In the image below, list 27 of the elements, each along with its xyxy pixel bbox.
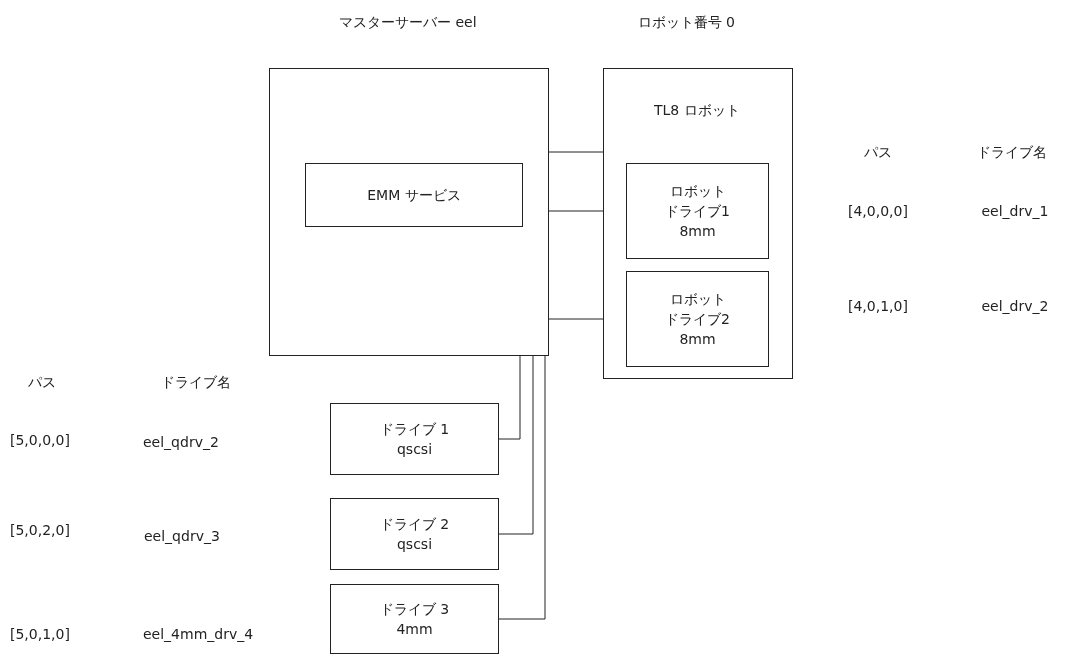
table-cell-text: eel_qdrv_3 bbox=[144, 527, 220, 546]
table-cell-text: eel_drv_2 bbox=[981, 297, 1049, 316]
box-heading: ロボット番号 0 bbox=[637, 13, 735, 32]
table-cell-text: [5,0,2,0] bbox=[10, 521, 70, 540]
table-cell-text: eel_drv_1 bbox=[981, 202, 1049, 221]
drive-box: ドライブ 1 qscsi bbox=[330, 403, 499, 475]
table-cell-text: [4,0,1,0] bbox=[848, 297, 908, 316]
table-cell-text: [4,0,0,0] bbox=[848, 202, 908, 221]
connector-line bbox=[498, 355, 521, 440]
table-cell-text: [5,0,0,0] bbox=[10, 431, 70, 450]
table-cell-text: eel_4mm_drv_4 bbox=[143, 625, 254, 644]
connector-line bbox=[498, 355, 534, 535]
box-title: TL8 ロボット bbox=[654, 101, 740, 120]
service-box: EMM サービス bbox=[305, 163, 523, 227]
drive-box: ドライブ 2 qscsi bbox=[330, 498, 499, 570]
column-header: ドライブ名 bbox=[977, 143, 1047, 162]
table-cell-text: eel_qdrv_2 bbox=[143, 433, 219, 452]
connector-line bbox=[498, 355, 546, 620]
column-header: パス bbox=[864, 143, 892, 162]
box-heading: マスターサーバー eel bbox=[339, 13, 477, 32]
connector-line bbox=[548, 151, 604, 153]
column-header: ドライブ名 bbox=[161, 373, 231, 392]
drive-box: ドライブ 3 4mm bbox=[330, 584, 499, 654]
table-cell-text: [5,0,1,0] bbox=[10, 625, 70, 644]
column-header: パス bbox=[28, 373, 56, 392]
drive-box: ロボットドライブ2 8mm bbox=[626, 271, 769, 367]
drive-box: ロボットドライブ1 8mm bbox=[626, 163, 769, 259]
